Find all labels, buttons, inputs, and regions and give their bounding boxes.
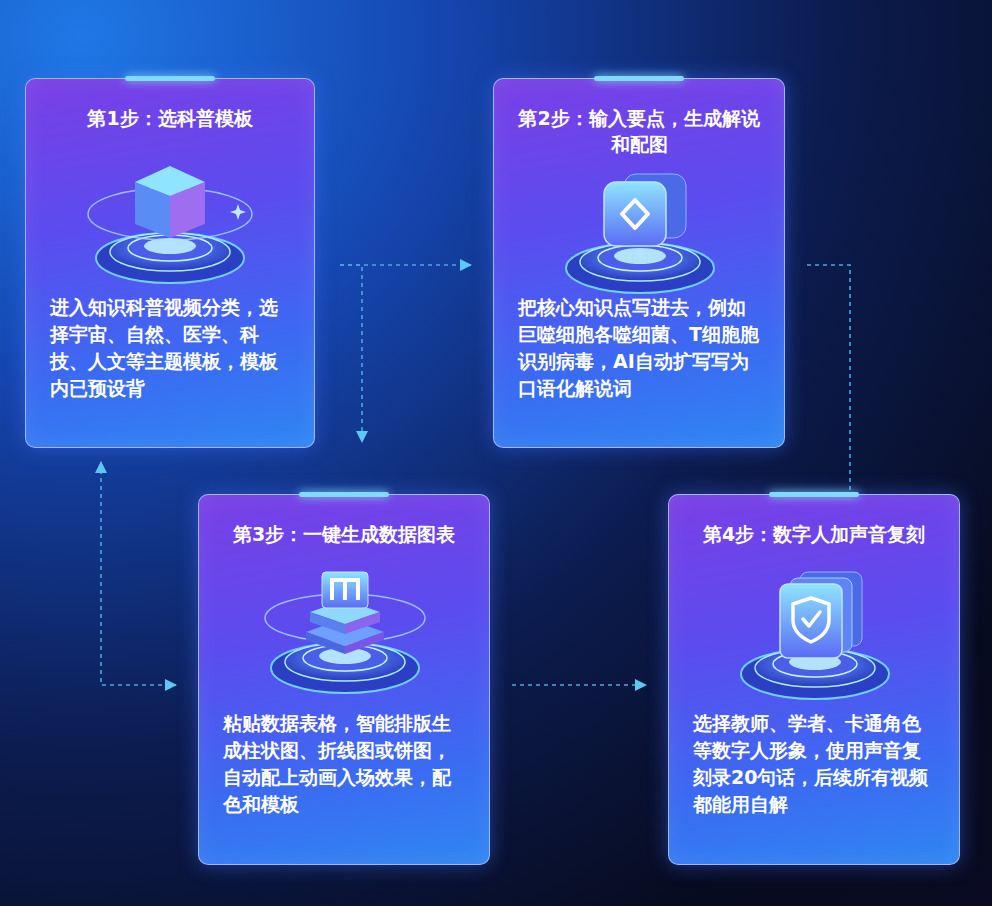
dashed-connector <box>101 462 176 685</box>
shield-icon <box>741 572 889 699</box>
step-description: 粘贴数据表格，智能排版生成柱状图、折线图或饼图，自动配上动画入场效果，配色和模板 <box>223 710 467 818</box>
step-description: 选择教师、学者、卡通角色等数字人形象，使用声音复刻录20句话，后续所有视频都能用… <box>693 710 937 818</box>
step-card: 第1步：选科普模板进入知识科普视频分类，选择宇宙、自然、医学、科技、人文等主题模… <box>25 78 315 448</box>
step-card: 第3步：一键生成数据图表粘贴数据表格，智能排版生成柱状图、折线图或饼图，自动配上… <box>198 494 490 865</box>
step-description: 把核心知识点写进去，例如巨噬细胞各噬细菌、T细胞胞识别病毒，AI自动扩写写为口语… <box>518 294 762 402</box>
step-card: 第2步：输入要点，生成解说和配图把核心知识点写进去，例如巨噬细胞各噬细菌、T细胞… <box>493 78 785 448</box>
dashed-connector <box>512 684 646 686</box>
cube-icon <box>88 166 252 283</box>
step-title: 第3步：一键生成数据图表 <box>199 495 489 547</box>
chart-stack-icon <box>265 572 425 693</box>
step-title: 第1步：选科普模板 <box>26 79 314 131</box>
step-description: 进入知识科普视频分类，选择宇宙、自然、医学、科技、人文等主题模板，模板内已预设背 <box>50 294 292 402</box>
dashed-connector <box>807 265 850 490</box>
step-title: 第2步：输入要点，生成解说和配图 <box>494 79 784 157</box>
sparkle <box>230 204 246 220</box>
dashed-connector <box>340 265 362 442</box>
step-card: 第4步：数字人加声音复刻选择教师、学者、卡通角色等数字人形象，使用声音复刻录20… <box>668 494 960 865</box>
step-title: 第4步：数字人加声音复刻 <box>669 495 959 547</box>
tile-icon <box>566 174 714 293</box>
